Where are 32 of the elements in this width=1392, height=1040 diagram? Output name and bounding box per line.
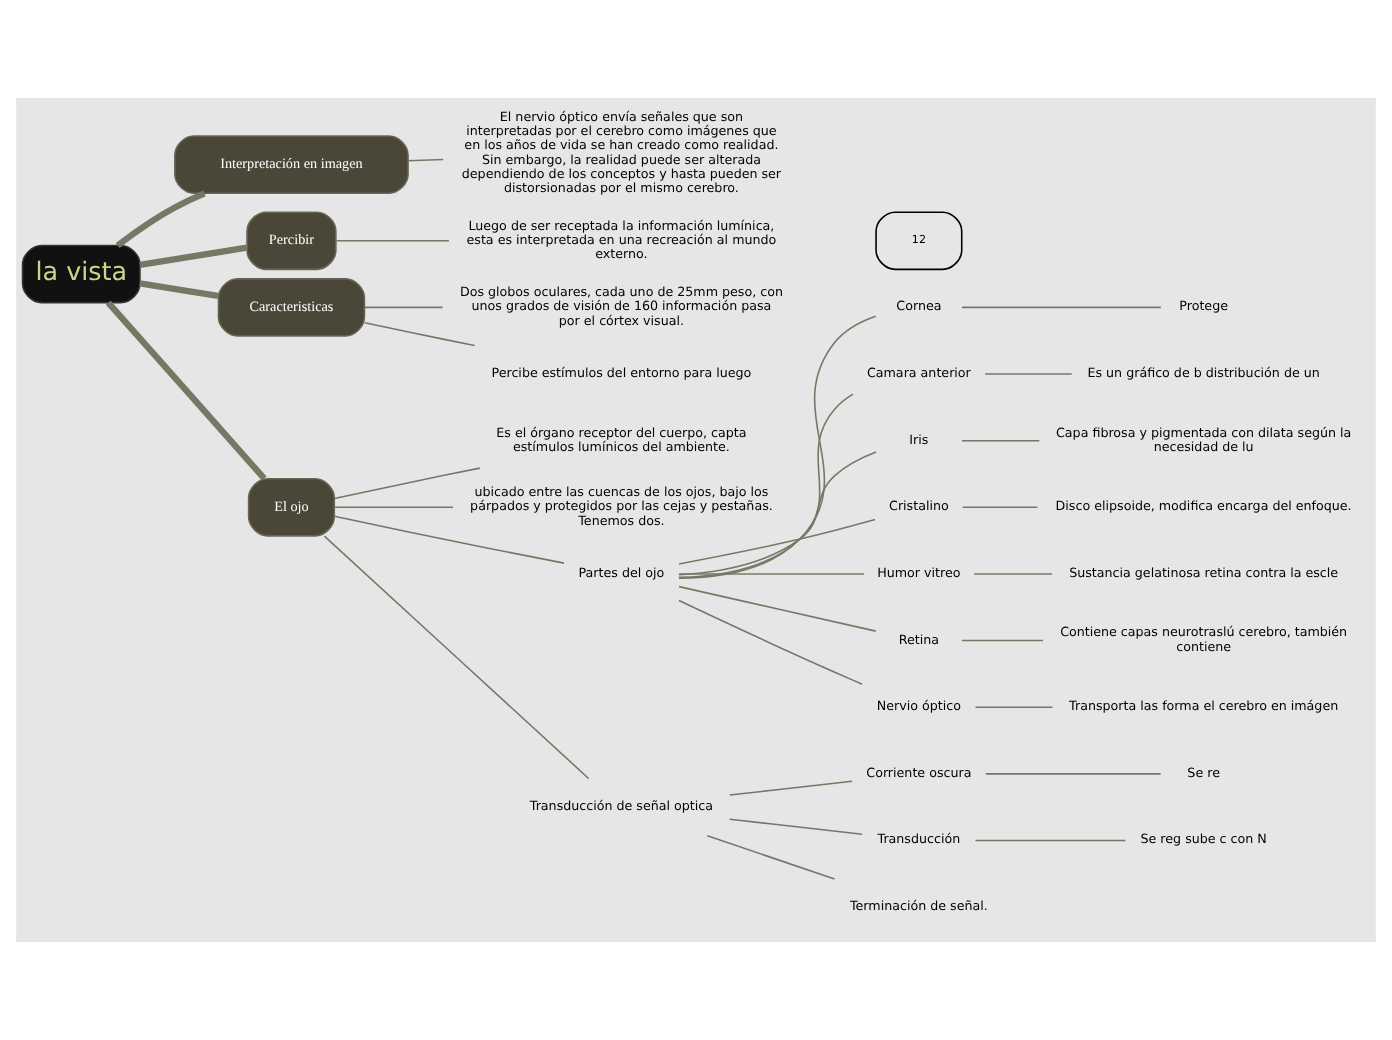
connector	[678, 451, 877, 576]
connector	[678, 315, 877, 579]
connector	[984, 373, 1073, 375]
connector	[115, 190, 206, 248]
connector	[363, 306, 444, 309]
connector	[706, 835, 836, 880]
connector	[678, 599, 863, 685]
connector	[961, 306, 1162, 309]
connector	[139, 280, 219, 299]
connector	[363, 322, 476, 347]
connector	[678, 573, 865, 575]
connector	[678, 585, 877, 632]
connector	[678, 518, 876, 565]
connector	[333, 467, 481, 500]
connector	[961, 639, 1044, 642]
connector	[961, 439, 1041, 442]
connector	[974, 839, 1127, 842]
connector	[985, 773, 1162, 775]
connector	[678, 393, 854, 579]
connector	[333, 515, 565, 564]
node-box: la vista	[21, 244, 141, 304]
connector	[323, 535, 590, 780]
connector	[407, 158, 444, 162]
connector	[728, 818, 863, 836]
connector	[974, 706, 1054, 708]
connector	[961, 506, 1039, 509]
connector	[333, 506, 454, 509]
connector	[105, 300, 267, 481]
connector	[728, 780, 853, 796]
connector	[973, 573, 1053, 575]
connector	[335, 240, 450, 242]
connector	[139, 244, 248, 269]
